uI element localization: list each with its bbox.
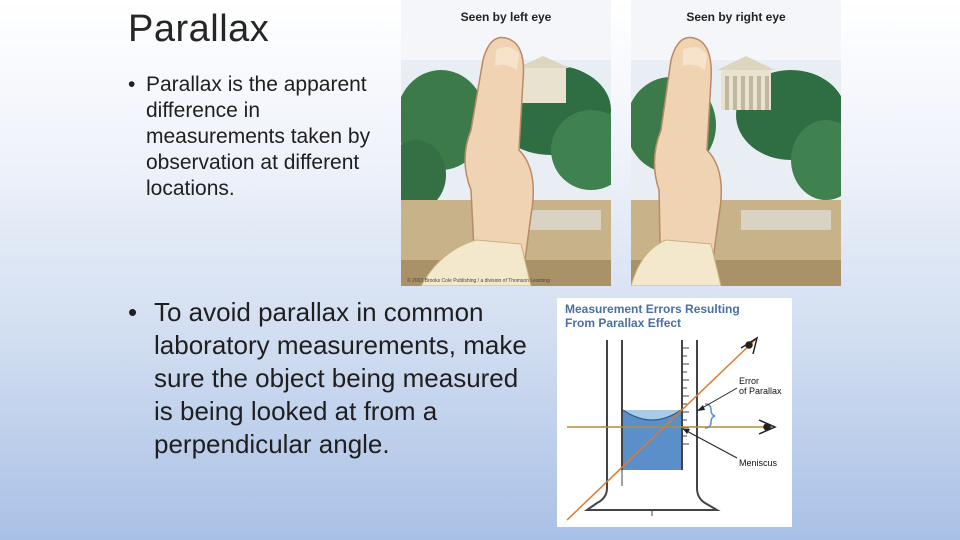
diagram-graphic bbox=[566, 336, 777, 521]
diagram-title-line1: Measurement Errors Resulting bbox=[565, 302, 740, 316]
slide-title: Parallax bbox=[128, 8, 270, 50]
diagram-title-line2: From Parallax Effect bbox=[565, 316, 682, 330]
parallax-error-diagram: Measurement Errors Resulting From Parall… bbox=[557, 298, 792, 527]
left-eye-photo: Seen by left eye © 2003 Brooks Cole Publ… bbox=[401, 0, 611, 286]
left-eye-caption: Seen by left eye bbox=[460, 10, 552, 24]
error-of-parallax-label: Error of Parallax bbox=[739, 376, 782, 396]
bullet-dot: • bbox=[128, 297, 138, 327]
photo-copyright: © 2003 Brooks Cole Publishing / a divisi… bbox=[407, 278, 550, 284]
left-eye-illustration bbox=[401, 0, 611, 286]
meniscus-label: Meniscus bbox=[739, 458, 778, 468]
error-label-line2: of Parallax bbox=[739, 386, 782, 396]
bullet-dot: • bbox=[128, 73, 136, 96]
bullet-text: Parallax is the apparent difference in m… bbox=[146, 73, 371, 200]
right-eye-photo: Seen by right eye bbox=[631, 0, 841, 286]
error-label-line1: Error bbox=[739, 376, 759, 386]
diagram-title: Measurement Errors Resulting From Parall… bbox=[565, 302, 740, 330]
right-eye-illustration bbox=[631, 0, 841, 286]
bullet-text: To avoid parallax in common laboratory m… bbox=[154, 297, 527, 459]
bullet-parallax-definition: • Parallax is the apparent difference in… bbox=[128, 72, 398, 202]
right-eye-caption: Seen by right eye bbox=[686, 10, 786, 24]
bullet-avoid-parallax: • To avoid parallax in common laboratory… bbox=[128, 296, 528, 461]
